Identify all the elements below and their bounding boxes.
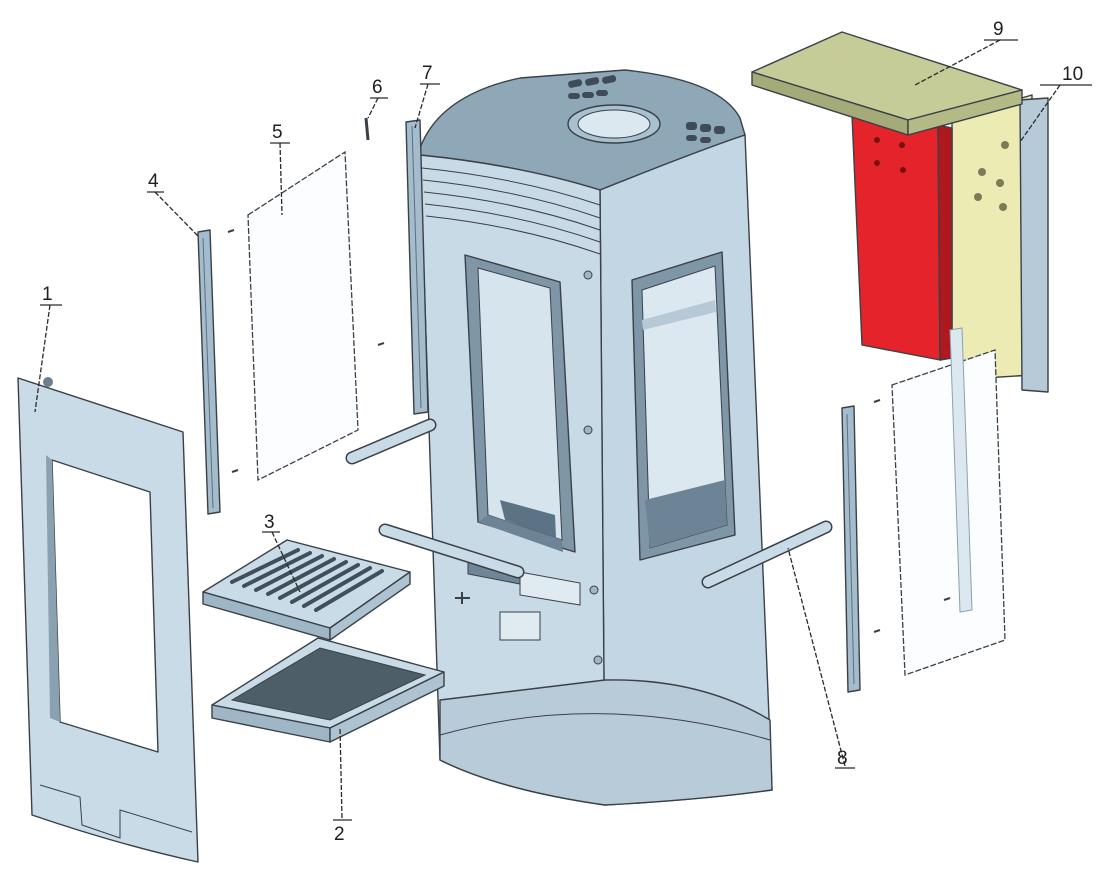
callout-7: 7 <box>422 63 433 84</box>
right-seal-strip <box>841 399 881 693</box>
callout-10: 10 <box>1062 64 1083 85</box>
callout-5: 5 <box>272 122 283 143</box>
red-side-panel <box>851 114 953 361</box>
callout-2: 2 <box>334 824 345 845</box>
seal-strip-part-4 <box>197 229 239 515</box>
callout-1: 1 <box>42 284 53 305</box>
grate-part-3 <box>202 539 411 641</box>
callout-labels: 1 2 3 4 5 6 7 8 9 10 <box>42 19 1083 845</box>
back-panel-part-10 <box>951 94 1049 393</box>
callout-9: 9 <box>993 19 1004 40</box>
stove-body <box>419 69 773 806</box>
handle-rods-part-8 <box>345 418 833 589</box>
callout-6: 6 <box>372 77 383 98</box>
callout-3: 3 <box>264 512 275 533</box>
pin-part-6 <box>364 117 370 141</box>
glass-pane-part-5 <box>247 150 385 482</box>
ash-tray-part-2 <box>211 637 445 743</box>
callout-4: 4 <box>148 171 159 192</box>
callout-8: 8 <box>837 748 848 769</box>
front-cladding-part-1 <box>17 377 199 863</box>
callout-leaders <box>34 39 1092 821</box>
right-glass-pane <box>891 327 1006 676</box>
baffle-plate-part-9 <box>751 31 1023 136</box>
door-strip-part-7 <box>405 119 429 415</box>
